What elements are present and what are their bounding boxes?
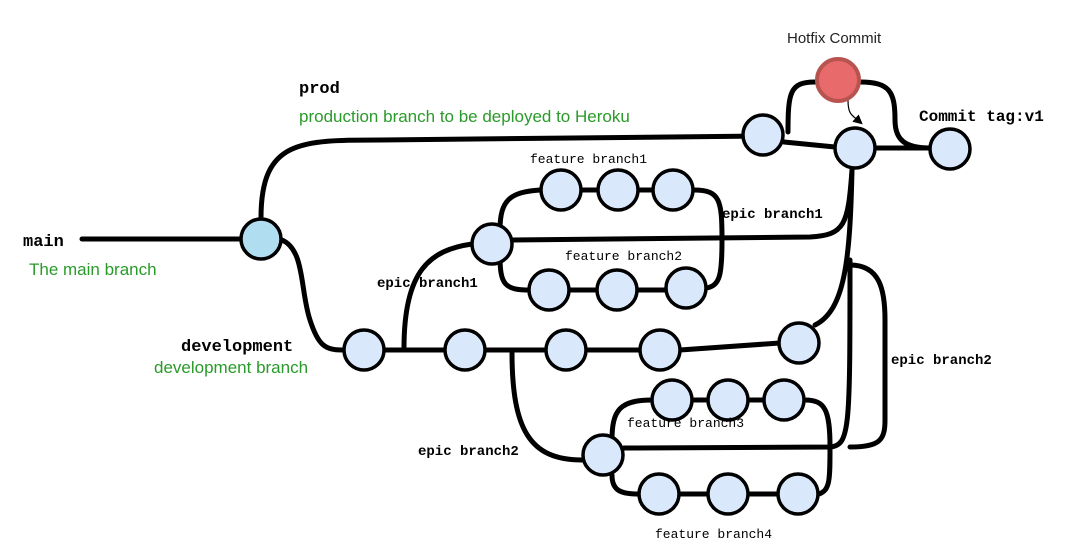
feature-branch3-commit [650,378,694,422]
feature-branch4-label: feature branch4 [655,527,772,542]
development-commit [638,328,682,372]
epic-branch2-outer-line [847,262,888,450]
feature-branch4-line [609,444,833,497]
feature-branch4-commit [706,472,750,516]
feature-branch1-label: feature branch1 [530,152,647,167]
development-commit [342,328,386,372]
feature-branch1-line [497,187,725,243]
epic-branch1-line [401,241,475,351]
feature-branch1-commit [651,168,695,212]
epic-branch1-label-left: epic branch1 [377,276,478,292]
feature-branch2-commit [527,268,571,312]
commit-tag-label: Commit tag:v1 [919,108,1044,126]
epic-branch2-commit [581,433,625,477]
feature-branch2-commit [595,268,639,312]
development-branch-line [279,237,345,353]
feature-branch3-label: feature branch3 [627,416,744,431]
hotfix-commit [815,57,861,103]
prod-description: production branch to be deployed to Hero… [299,107,630,126]
feature-branch1-commit [539,168,583,212]
feature-branch2-line [497,237,725,293]
tag-commit [928,127,972,171]
development-description: development branch [154,358,308,377]
hotfix-arrow [847,99,863,125]
main-description: The main branch [29,260,157,279]
prod-branch-line [258,133,766,221]
development-commit [777,321,821,365]
feature-branch3-line [609,397,833,450]
development-trunk-line [382,340,783,353]
feature-branch2-commit [664,266,708,310]
epic-branch2-line-right [621,257,853,451]
development-commit [544,328,588,372]
feature-branch2-label: feature branch2 [565,249,682,264]
merge-commit [833,126,877,170]
prod-label: prod [299,80,340,99]
commits [239,57,972,516]
feature-branch4-commit [776,472,820,516]
feature-branch3-commit [706,378,750,422]
epic-branch2-label-right: epic branch2 [891,353,992,369]
epic-branch1-commit [470,222,514,266]
main-label: main [23,233,64,252]
epic-branch1-label-right: epic branch1 [722,207,823,223]
hotfix-loop-line [785,79,818,135]
development-label: development [181,338,293,357]
hotfix-label: Hotfix Commit [787,30,882,47]
labels: main The main branch prod production bra… [23,30,1044,542]
prod-to-merge-line [781,139,838,150]
feature-branch4-commit [637,472,681,516]
epic-branch2-label-left: epic branch2 [418,444,519,460]
hotfix-loop-line-right [857,79,933,151]
feature-branch3-commit [762,378,806,422]
main-commit [239,217,283,261]
branch-lines [79,79,933,497]
feature-branch1-commit [596,168,640,212]
dev-to-merge-line [812,167,855,328]
epic-branch2-line [509,349,585,463]
prod-commit [741,113,785,157]
development-commit [443,328,487,372]
